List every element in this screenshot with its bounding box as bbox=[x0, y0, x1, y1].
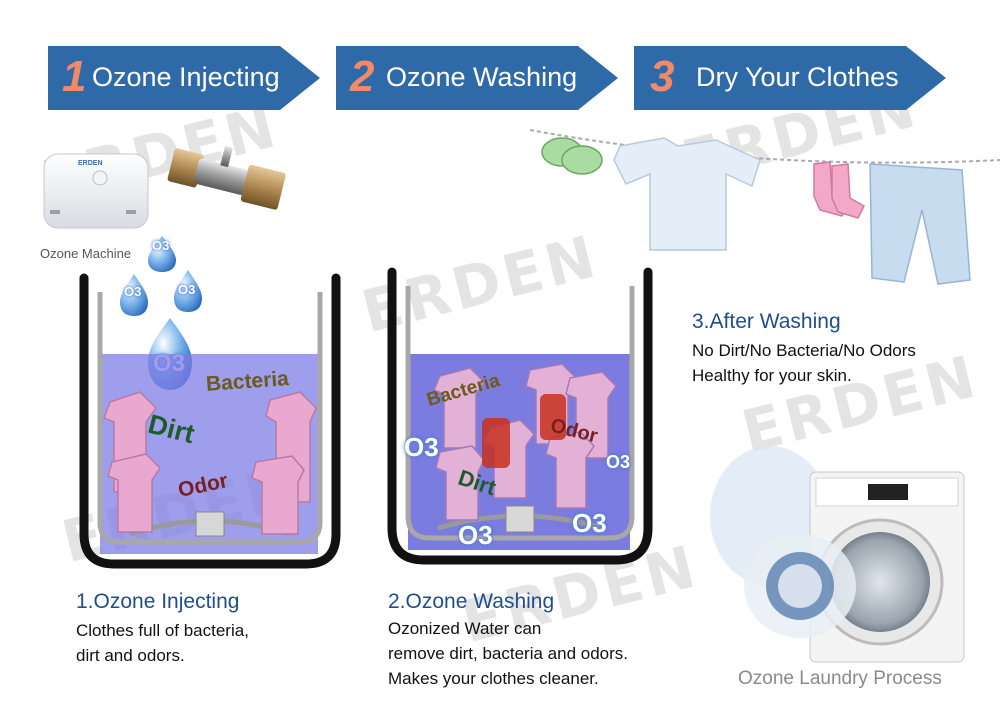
o3-label: O3 bbox=[606, 452, 631, 472]
banner-arrow-shape bbox=[634, 46, 946, 110]
step-label: Ozone Injecting bbox=[92, 62, 280, 92]
machine-brand: ERDEN bbox=[78, 160, 103, 167]
o3-label: O3 bbox=[458, 520, 493, 550]
baby-socks-icon bbox=[813, 161, 865, 219]
caption-line: remove dirt, bacteria and odors. bbox=[388, 644, 629, 663]
washing-machine bbox=[710, 446, 965, 663]
footer-title: Ozone Laundry Process bbox=[738, 668, 942, 689]
ozone-machine-icon bbox=[43, 153, 149, 229]
caption-line: Clothes full of bacteria, bbox=[76, 621, 249, 640]
caption-title-step1: 1.Ozone Injecting bbox=[76, 590, 240, 613]
o3-label: O3 bbox=[178, 282, 196, 297]
o3-label: O3 bbox=[152, 238, 170, 253]
wash-tub-2 bbox=[387, 267, 653, 565]
step-banner-2: 2 Ozone Washing bbox=[336, 46, 618, 110]
step-banner-1: 1 Ozone Injecting bbox=[48, 46, 320, 110]
caption-line: dirt and odors. bbox=[76, 646, 185, 665]
step-label: Dry Your Clothes bbox=[696, 62, 899, 92]
machine-label: Ozone Machine bbox=[40, 246, 132, 261]
baby-shoes-icon bbox=[541, 137, 603, 175]
injector-icon bbox=[167, 145, 286, 210]
clothesline bbox=[530, 129, 1000, 285]
caption-line: No Dirt/No Bacteria/No Odors bbox=[692, 341, 916, 360]
caption-title-step2: 2.Ozone Washing bbox=[388, 590, 555, 613]
caption-title-step3: 3.After Washing bbox=[692, 310, 841, 333]
caption-line: Makes your clothes cleaner. bbox=[388, 669, 599, 688]
baby-pants-icon bbox=[869, 163, 971, 285]
o3-label: O3 bbox=[572, 508, 607, 538]
ozone-machine: ERDEN bbox=[42, 150, 152, 232]
step-banner-3: 3 Dry Your Clothes bbox=[634, 46, 946, 110]
step-number: 3 bbox=[650, 52, 675, 101]
banner-arrow-shape bbox=[336, 46, 618, 110]
o3-label: O3 bbox=[124, 284, 142, 299]
ozone-injector bbox=[165, 140, 295, 225]
step-label: Ozone Washing bbox=[386, 62, 578, 92]
step-number: 2 bbox=[350, 52, 375, 101]
baby-shirt-icon bbox=[613, 137, 761, 251]
step-number: 1 bbox=[62, 52, 87, 101]
o3-label: O3 bbox=[404, 432, 439, 462]
wash-tub-1 bbox=[79, 273, 341, 569]
caption-line: Ozonized Water can bbox=[388, 619, 542, 638]
banner-arrow-shape bbox=[48, 46, 320, 110]
caption-line: Healthy for your skin. bbox=[692, 366, 852, 385]
